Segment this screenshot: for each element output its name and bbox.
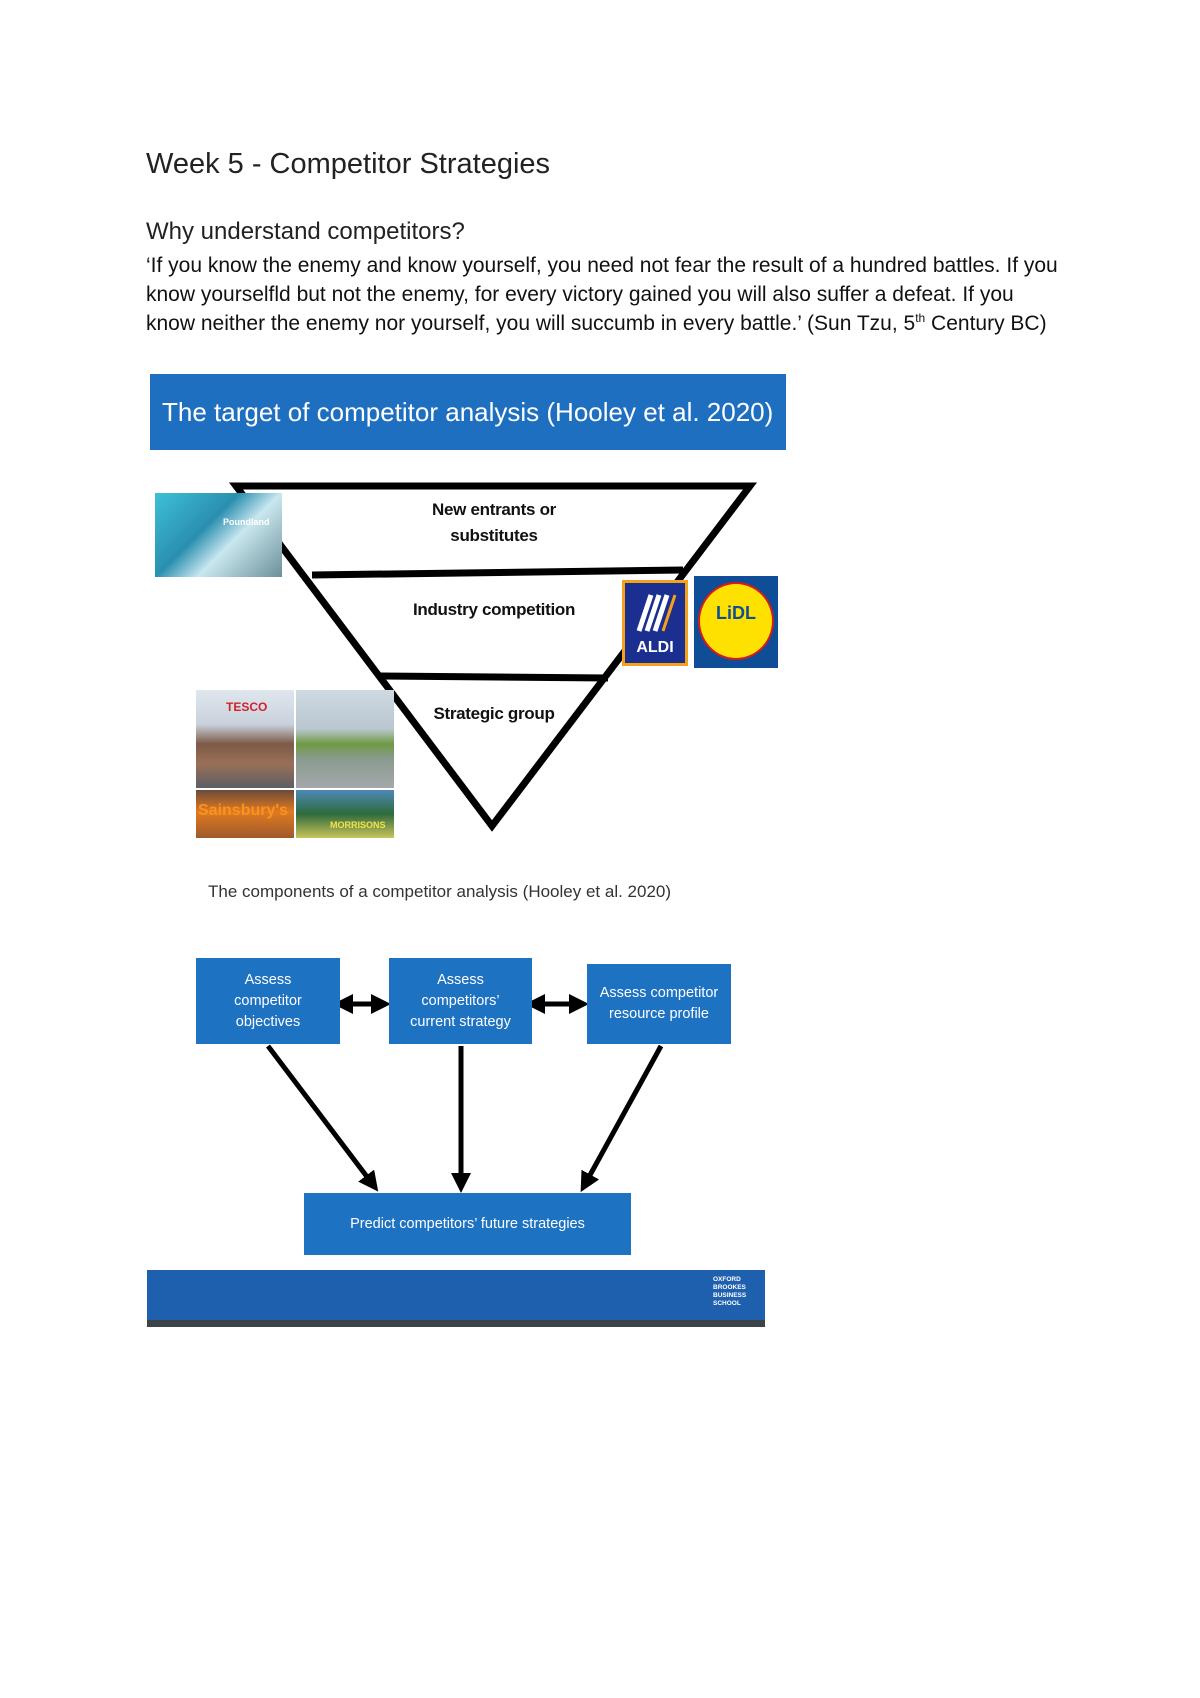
layer-label-strategic-group: Strategic group — [433, 704, 555, 723]
oxford-brookes-logo: OXFORD BROOKES BUSINESS SCHOOL — [713, 1276, 753, 1308]
triangle-divider-middle — [379, 672, 609, 682]
document-title: Week 5 - Competitor Strategies — [146, 148, 551, 180]
aldi-stripes-icon — [636, 594, 677, 632]
assess-resources-text: Assess competitor resource profile — [599, 985, 719, 1022]
assess-resources-box: Assess competitor resource profile — [587, 964, 731, 1044]
poundland-photo-label: Poundland — [223, 517, 270, 527]
footer-logo-line: OXFORD — [713, 1276, 741, 1283]
section-heading: Why understand competitors? — [146, 218, 465, 245]
quote-text: ‘If you know the enemy and know yourself… — [146, 254, 1058, 335]
assess-strategy-box: Assess competitors’ current strategy — [389, 958, 532, 1044]
poundland-store-photo: Poundland — [155, 493, 282, 577]
assess-objectives-box: Assess competitor objectives — [196, 958, 340, 1044]
slide-footer-bar: OXFORD BROOKES BUSINESS SCHOOL — [147, 1270, 765, 1320]
aldi-logo-text: ALDI — [636, 639, 674, 656]
assess-objectives-text: Assess competitor objectives — [234, 971, 302, 1030]
slide1-title-banner: The target of competitor analysis (Hoole… — [150, 374, 786, 450]
predict-strategies-box: Predict competitors’ future strategies — [304, 1193, 631, 1255]
quote-paragraph: ‘If you know the enemy and know yourself… — [146, 251, 1066, 338]
triangle-divider-top — [311, 566, 684, 579]
footer-logo-line: BUSINESS — [713, 1292, 747, 1299]
tesco-photo-label: TESCO — [226, 700, 268, 714]
arrow-objectives-predict — [266, 1044, 379, 1192]
sainsburys-store-photo: Sainsbury's — [196, 790, 294, 838]
asda-store-photo — [296, 690, 394, 788]
lidl-logo-text: LiDL — [716, 603, 756, 623]
competitor-target-triangle — [228, 482, 758, 832]
tesco-store-photo: TESCO — [196, 690, 294, 788]
quote-text-end: Century BC) — [925, 312, 1047, 335]
morrisons-store-photo: MORRISONS — [296, 790, 394, 838]
layer-label-new-entrants: New entrants or substitutes — [432, 500, 556, 545]
slide2-caption: The components of a competitor analysis … — [208, 882, 672, 901]
aldi-logo: ALDI — [622, 580, 688, 666]
quote-superscript: th — [915, 311, 926, 325]
arrow-resources-predict — [580, 1044, 664, 1193]
layer-label-industry-competition: Industry competition — [412, 600, 576, 619]
slide-footer-rule — [147, 1320, 765, 1327]
competitor-analysis-arrows — [266, 994, 664, 1194]
lidl-logo: LiDL — [694, 576, 778, 668]
lidl-circle — [698, 582, 774, 660]
sainsburys-photo-label: Sainsbury's — [198, 802, 289, 819]
morrisons-photo-label: MORRISONS — [330, 820, 386, 830]
footer-logo-line: BROOKES — [713, 1284, 746, 1291]
assess-strategy-text: Assess competitors’ current strategy — [410, 971, 511, 1030]
footer-logo-line: SCHOOL — [713, 1300, 741, 1307]
